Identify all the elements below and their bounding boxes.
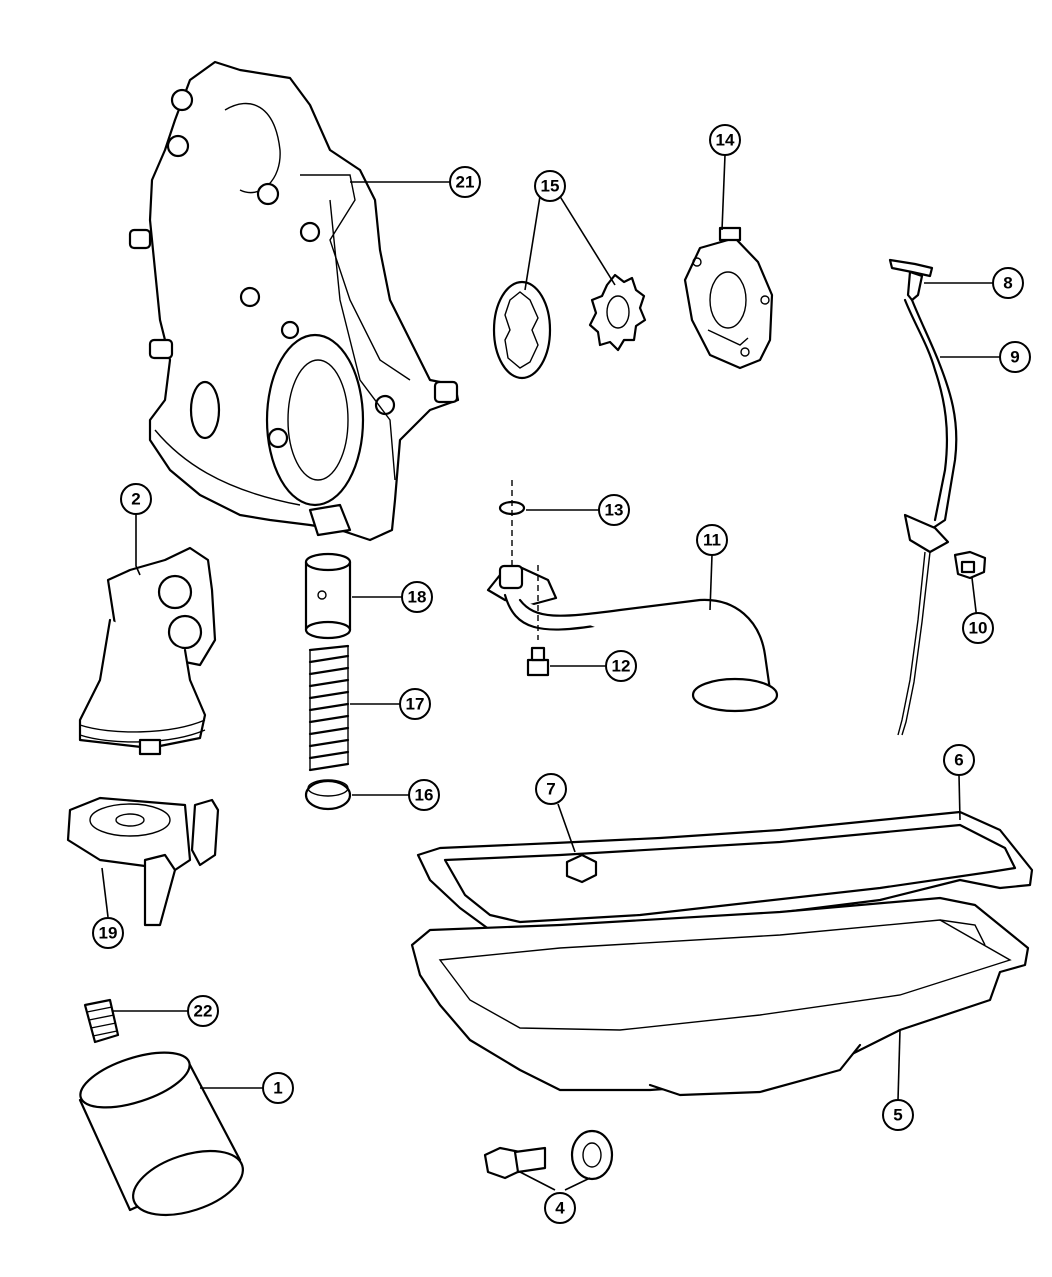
callout-10: 10 [962,612,994,644]
filter-stud-part [83,998,120,1044]
callout-13-label: 13 [605,501,624,520]
drain-plug-part [565,853,598,884]
oil-cooler-part [66,796,220,927]
oil-pump-cover-part [683,226,774,370]
oil-filter-part [78,1051,244,1217]
relief-valve-part [304,552,352,640]
callout-14-label: 14 [716,131,735,150]
callout-13: 13 [598,494,630,526]
callout-7: 7 [535,773,567,805]
callout-11: 11 [696,524,728,556]
callout-19-label: 19 [99,924,118,943]
callout-4: 4 [544,1192,576,1224]
callout-21-label: 21 [456,173,475,192]
dipstick-tube-bolt-part [953,550,987,580]
callout-17-label: 17 [406,695,425,714]
callout-8-label: 8 [1003,274,1012,293]
callout-1-label: 1 [273,1079,282,1098]
callout-6: 6 [943,744,975,776]
callout-2: 2 [120,483,152,515]
callout-5: 5 [882,1099,914,1131]
callout-14: 14 [709,124,741,156]
oil-filter-adapter-part [78,546,217,756]
callout-6-label: 6 [954,751,963,770]
callout-18-label: 18 [408,588,427,607]
callout-2-label: 2 [131,490,140,509]
callout-1: 1 [262,1072,294,1104]
callout-12: 12 [605,650,637,682]
dipstick-part [888,258,958,736]
callout-16: 16 [408,779,440,811]
oil-pickup-tube-part [486,480,779,713]
callout-19: 19 [92,917,124,949]
callout-15-label: 15 [541,177,560,196]
callout-18: 18 [401,581,433,613]
oil-pan-part [410,896,1030,1097]
callout-21: 21 [449,166,481,198]
callout-16-label: 16 [415,786,434,805]
relief-spring-part [308,644,350,772]
leader-lines [101,154,1013,1191]
callout-17: 17 [399,688,431,720]
callout-5-label: 5 [893,1106,902,1125]
callout-9: 9 [999,341,1031,373]
timing-cover-part [128,60,460,542]
callout-22: 22 [187,995,219,1027]
pickup-bolt-part [526,646,550,677]
relief-cap-part [304,779,352,811]
callout-9-label: 9 [1010,348,1019,367]
drain-plug-and-seal-part [483,1129,614,1181]
callout-8: 8 [992,267,1024,299]
callout-12-label: 12 [612,657,631,676]
callout-7-label: 7 [546,780,555,799]
callout-15: 15 [534,170,566,202]
callout-10-label: 10 [969,619,988,638]
oil-pump-rotors-part [492,273,647,380]
callout-22-label: 22 [194,1002,213,1021]
callout-11-label: 11 [703,531,721,550]
callout-4-label: 4 [555,1199,565,1218]
